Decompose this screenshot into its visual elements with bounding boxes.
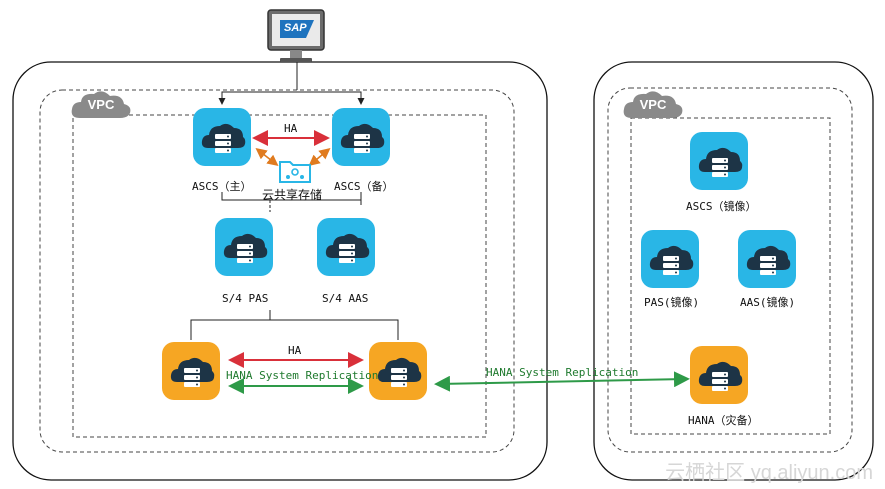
- ha-label-top: HA: [284, 122, 298, 135]
- shared-storage-icon: [278, 156, 312, 184]
- shared-storage-label: 云共享存储: [262, 188, 323, 202]
- right-region-border: [593, 61, 874, 481]
- server-icon: [215, 218, 273, 276]
- server-icon: [641, 230, 699, 288]
- right-vpc-border: [607, 87, 853, 453]
- left-region-border: [12, 61, 548, 481]
- server-icon: [193, 108, 251, 166]
- node-label-aas: S/4 AAS: [322, 292, 369, 305]
- sap-logo-text: SAP: [284, 22, 307, 34]
- node-label-ascs-standby: ASCS（备）: [334, 180, 394, 193]
- right-subnet-border: [630, 117, 831, 435]
- node-label-hana-dr: HANA（灾备）: [688, 414, 759, 427]
- server-icon: [690, 346, 748, 404]
- node-label-ascs-primary: ASCS（主）: [192, 180, 252, 193]
- node-label-aas-mirror: AAS(镜像): [740, 296, 796, 309]
- replication-label-cross: HANA System Replication: [486, 366, 639, 379]
- sap-client-monitor: SAP: [266, 8, 326, 64]
- replication-label-inner: HANA System Replication: [226, 369, 379, 382]
- node-label-pas: S/4 PAS: [222, 292, 269, 305]
- server-icon: [332, 108, 390, 166]
- vpc-badge-left: VPC: [70, 90, 132, 120]
- left-vpc-border: [39, 89, 515, 453]
- watermark: 云栖社区 yq.aliyun.com: [665, 462, 873, 484]
- replication-arrow-cross: [434, 371, 690, 392]
- server-icon: [738, 230, 796, 288]
- vpc-badge-right: VPC: [622, 90, 684, 120]
- ha-label-bottom: HA: [288, 344, 302, 357]
- server-icon: [369, 342, 427, 400]
- left-subnet-border: [72, 114, 487, 438]
- node-label-ascs-mirror: ASCS（镜像）: [686, 200, 757, 213]
- server-icon: [690, 132, 748, 190]
- node-label-pas-mirror: PAS(镜像): [644, 296, 700, 309]
- server-icon: [317, 218, 375, 276]
- server-icon: [162, 342, 220, 400]
